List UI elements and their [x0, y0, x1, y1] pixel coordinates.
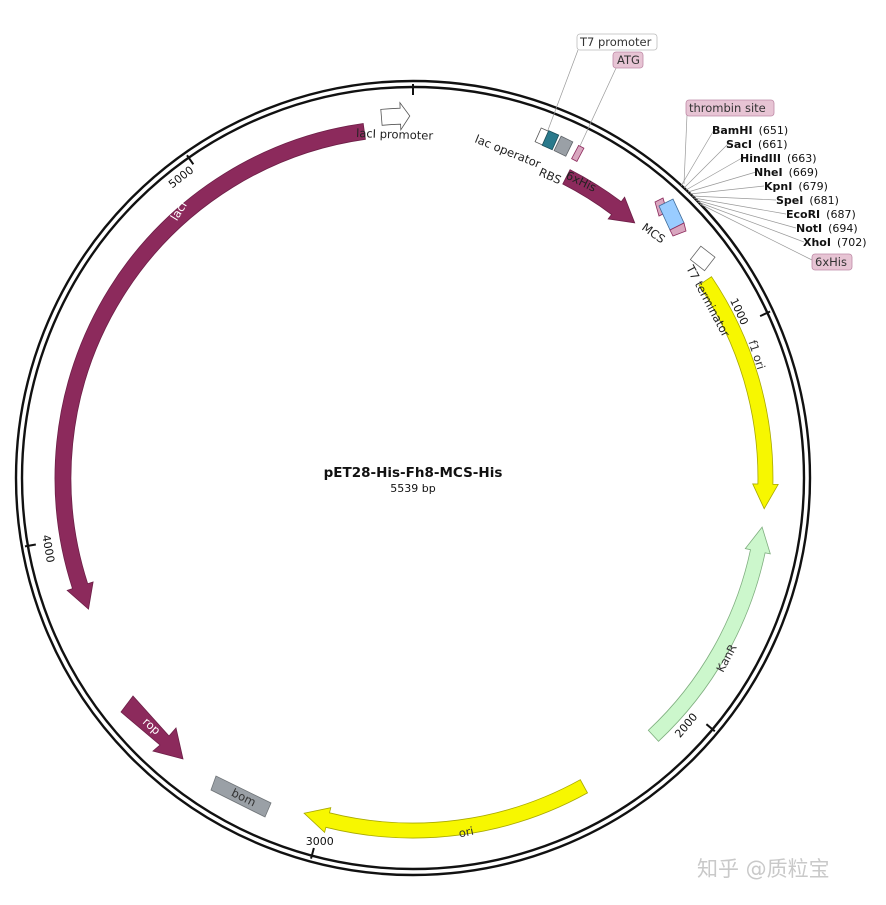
restriction-site-hindiii[interactable]: HindIII (663)	[740, 152, 817, 165]
his6-outer-text: 6xHis	[815, 255, 847, 269]
his6-outer-tag[interactable]	[811, 253, 853, 271]
bom-box[interactable]	[210, 775, 272, 818]
atg-tag[interactable]	[612, 51, 644, 69]
tick-label: 4000	[39, 534, 57, 564]
site-position: (663)	[787, 152, 817, 165]
atg-text: ATG	[617, 53, 640, 67]
laci-arrow[interactable]	[54, 123, 366, 610]
leader-xhoi	[697, 201, 805, 243]
lac-operator-label: lac operator	[473, 132, 543, 171]
restriction-site-saci[interactable]: SacI (661)	[726, 138, 788, 151]
site-name: NotI	[796, 222, 822, 235]
ori-label: ori	[457, 824, 475, 841]
tick-mark	[705, 723, 716, 733]
site-name: EcoRI	[786, 208, 820, 221]
plasmid-length: 5539 bp	[390, 482, 435, 495]
fh8-label: Fh8	[603, 168, 628, 191]
leader-hindiii	[685, 157, 743, 191]
restriction-site-kpni[interactable]: KpnI (679)	[764, 180, 828, 193]
features	[54, 101, 779, 839]
restriction-site-bamhi[interactable]: BamHI (651)	[712, 124, 788, 137]
leader-kpni	[689, 185, 765, 195]
restriction-site-nhei[interactable]: NheI (669)	[754, 166, 818, 179]
leader-his6-outer	[699, 203, 817, 263]
restriction-site-xhoi[interactable]: XhoI (702)	[803, 236, 867, 249]
rbs-label: RBS	[537, 165, 564, 187]
leader-saci	[683, 143, 729, 189]
site-position: (679)	[798, 180, 828, 193]
thrombin-site-text: thrombin site	[689, 101, 766, 115]
site-name: HindIII	[740, 152, 781, 165]
tick-mark	[24, 543, 36, 548]
laci-promoter-label: lacI promoter	[356, 126, 434, 143]
leader-lines	[547, 49, 817, 263]
laci-promoter-arrow[interactable]	[380, 101, 411, 132]
t7-terminator-box[interactable]	[689, 245, 716, 272]
site-position: (702)	[837, 236, 867, 249]
restriction-site-spei[interactable]: SpeI (681)	[776, 194, 839, 207]
rop-arrow[interactable]	[120, 695, 184, 760]
t7-promoter-text: T7 promoter	[579, 35, 652, 49]
site-name: SpeI	[776, 194, 803, 207]
his6-c-terminal-box[interactable]	[669, 222, 687, 237]
callouts: T7 promoter ATG thrombin site 6xHis	[576, 33, 853, 271]
plasmid-name: pET28-His-Fh8-MCS-His	[324, 465, 503, 481]
watermark: 知乎 @质粒宝	[697, 857, 830, 881]
site-name: BamHI	[712, 124, 753, 137]
site-position: (661)	[758, 138, 788, 151]
tick-label: 3000	[306, 835, 334, 848]
backbone	[14, 79, 812, 877]
mcs-label: MCS	[639, 220, 668, 246]
fh8-arrow[interactable]	[562, 169, 636, 224]
site-position: (651)	[759, 124, 789, 137]
site-position: (687)	[826, 208, 856, 221]
tick-mark	[310, 847, 315, 859]
leader-bamhi	[680, 129, 715, 187]
thrombin-site-tag[interactable]	[685, 99, 775, 117]
leader-nhei	[687, 171, 757, 193]
leader-spei	[691, 195, 777, 201]
restriction-sites: BamHI (651) SacI (661)HindIII (663) NheI (669)…	[712, 124, 867, 249]
his6-box[interactable]	[553, 135, 574, 157]
t7-promoter-tag[interactable]	[576, 33, 658, 51]
site-name: KpnI	[764, 180, 792, 193]
thrombin-box[interactable]	[571, 144, 585, 163]
feature-labels: lacI Fh8 f1 ori KanR ori rop bom	[140, 168, 768, 840]
leader-noti	[695, 199, 797, 229]
restriction-site-ecori[interactable]: EcoRI (687)	[786, 208, 856, 221]
leader-atg	[579, 65, 618, 147]
leader-ecori	[693, 197, 787, 215]
site-position: (669)	[789, 166, 819, 179]
kanr-arrow[interactable]	[647, 526, 771, 742]
tick-mark	[186, 154, 195, 165]
backbone-outer-ring	[14, 79, 812, 877]
tick-mark	[759, 310, 771, 318]
site-position: (694)	[828, 222, 858, 235]
f1-ori-arrow[interactable]	[698, 276, 779, 510]
site-name: XhoI	[803, 236, 831, 249]
site-name: NheI	[754, 166, 783, 179]
site-name: SacI	[726, 138, 752, 151]
site-position: (681)	[809, 194, 839, 207]
leader-t7-promoter	[547, 49, 579, 131]
leader-thrombin	[683, 114, 688, 185]
ori-arrow[interactable]	[303, 779, 589, 839]
tick-label: 5000	[166, 164, 196, 191]
rbs-box[interactable]	[541, 130, 560, 151]
restriction-site-noti[interactable]: NotI (694)	[796, 222, 858, 235]
